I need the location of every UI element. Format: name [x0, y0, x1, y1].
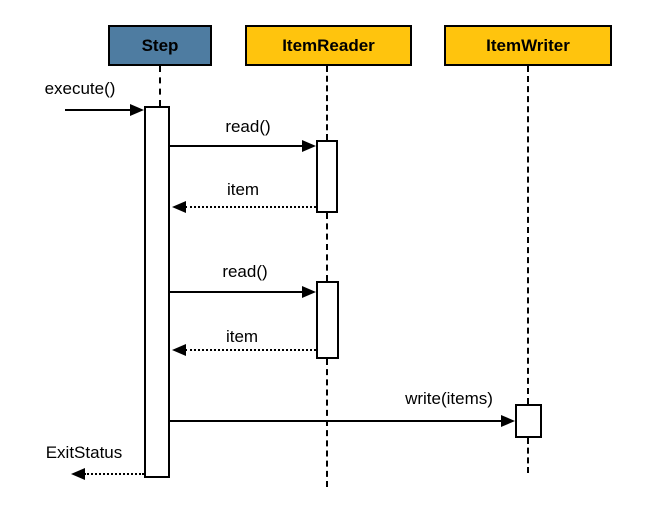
message-line-exitstatus — [84, 473, 144, 475]
message-line-item-2 — [185, 349, 316, 351]
message-label-execute: execute() — [44, 79, 116, 98]
message-line-execute — [65, 109, 132, 111]
activation-itemreader-2 — [316, 281, 339, 359]
participant-itemreader-label: ItemReader — [282, 35, 375, 55]
arrowhead-right-icon — [130, 104, 144, 116]
message-label-item-2: item — [225, 327, 259, 346]
message-label-exitstatus: ExitStatus — [45, 443, 123, 462]
participant-itemwriter-label: ItemWriter — [486, 35, 570, 55]
arrowhead-right-icon — [302, 286, 316, 298]
message-label-item-1: item — [226, 180, 260, 199]
message-line-read-2 — [170, 291, 303, 293]
activation-itemreader-1 — [316, 140, 338, 213]
message-label-write: write(items) — [405, 389, 493, 408]
message-line-read-1 — [170, 145, 303, 147]
lifeline-itemreader — [326, 213, 328, 281]
lifeline-itemwriter — [527, 438, 529, 473]
arrowhead-right-icon — [302, 140, 316, 152]
message-label-read-2: read() — [222, 262, 268, 281]
message-line-item-1 — [185, 206, 316, 208]
lifeline-itemreader — [326, 359, 328, 487]
participant-itemwriter: ItemWriter — [444, 25, 612, 66]
activation-itemwriter — [515, 404, 542, 438]
lifeline-itemreader — [326, 66, 328, 140]
message-line-write — [170, 420, 502, 422]
lifeline-step — [159, 66, 161, 106]
arrowhead-left-icon — [71, 468, 85, 480]
arrowhead-left-icon — [172, 344, 186, 356]
message-label-read-1: read() — [225, 117, 271, 136]
arrowhead-left-icon — [172, 201, 186, 213]
participant-step: Step — [108, 25, 212, 66]
participant-step-label: Step — [141, 35, 179, 55]
lifeline-itemwriter — [527, 66, 529, 404]
arrowhead-right-icon — [501, 415, 515, 427]
participant-itemreader: ItemReader — [245, 25, 412, 66]
activation-step — [144, 106, 170, 478]
